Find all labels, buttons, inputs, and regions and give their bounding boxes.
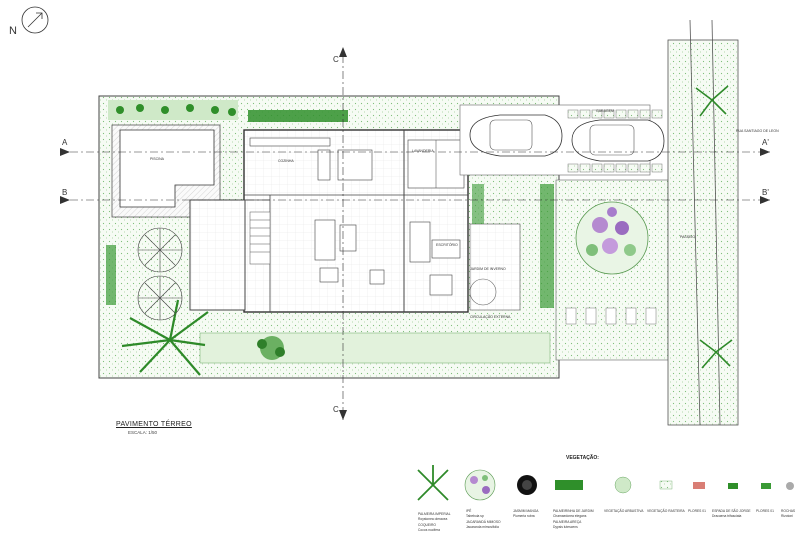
legend-item-5-name: VEGETAÇÃO RASTEIRA bbox=[647, 508, 685, 513]
dining-table bbox=[337, 149, 373, 181]
legend-item-0-sci2: Cocos nucifera bbox=[418, 528, 440, 532]
legend-item-0-name2: COQUEIRO bbox=[418, 523, 436, 527]
legend-item-2-sci: Plumeria rubra bbox=[513, 514, 535, 518]
vegetation-legend-title: VEGETAÇÃO: bbox=[566, 455, 599, 461]
room-label-circulation: CIRCULAÇÃO EXTERNA bbox=[470, 314, 511, 319]
hedge-top bbox=[108, 100, 348, 122]
legend-sword-plant-icon bbox=[728, 483, 738, 489]
cut-label-c-bottom: C bbox=[333, 405, 339, 414]
north-label: N bbox=[9, 25, 17, 37]
legend-item-1-sci: Tabebuia sp bbox=[466, 514, 484, 518]
legend-flowers2-icon bbox=[761, 483, 771, 489]
gourmet-area bbox=[189, 199, 246, 311]
car-1 bbox=[469, 114, 563, 157]
legend-item-1-sci2: Jacaranda mimosifolia bbox=[466, 525, 499, 529]
legend-flowers-icon bbox=[693, 482, 705, 489]
room-label-winter-garden: JARDIM DE INVERNO bbox=[470, 267, 506, 271]
legend-item-9-name: ROCHAS bbox=[781, 509, 796, 513]
shrub-cluster-icon bbox=[257, 336, 285, 360]
room-label-garage: GARAGEM bbox=[596, 109, 614, 113]
room-label-laundry: LAVANDERIA bbox=[412, 149, 434, 153]
legend-item-9-sci: Rizotoni bbox=[781, 514, 793, 518]
imperial-palm-icon bbox=[121, 299, 209, 376]
legend-item-7-name: ESPADA DE SÃO JORGE bbox=[712, 508, 751, 513]
cut-label-a2: A' bbox=[762, 138, 769, 147]
legend-item-1-name: IPÊ bbox=[466, 508, 472, 513]
ipe-tree-icon bbox=[575, 201, 649, 275]
legend-palmeirinha-icon bbox=[555, 480, 583, 490]
cut-label-b2: B' bbox=[762, 188, 769, 197]
legend-ground-veg-icon bbox=[659, 480, 673, 490]
room-label-kitchen: COZINHA bbox=[278, 159, 294, 163]
legend-item-3-name: PALMEIRINHA DE JARDIM bbox=[553, 509, 594, 513]
legend-item-1-name2: JACARANDÁ MIMOSO bbox=[466, 520, 501, 524]
legend-item-0-sci: Roystonea oleracea bbox=[418, 517, 447, 521]
legend-item-3-sci2: Dypsis lutescens bbox=[553, 525, 578, 529]
legend-item-3-name2: PALMEIRA AREÇA bbox=[553, 520, 582, 524]
cut-label-c-top: C bbox=[333, 55, 339, 64]
plan-scale: ESCALA: 1/50 bbox=[128, 430, 158, 435]
room-label-sidewalk: PASSEIO bbox=[680, 235, 695, 239]
legend-item-3-sci: Chamaedorea elegans bbox=[553, 514, 587, 518]
car-2 bbox=[571, 119, 665, 162]
legend-shrub-icon bbox=[614, 476, 632, 494]
garden-umbrellas-icon bbox=[137, 227, 183, 321]
parking-grass-pavers bbox=[567, 109, 663, 173]
cut-label-b: B bbox=[62, 188, 67, 197]
sofa bbox=[314, 219, 336, 261]
side-garden bbox=[199, 332, 551, 364]
palm-tree-street-icon bbox=[695, 85, 733, 369]
legend-jasmine-icon bbox=[517, 475, 537, 495]
cut-lines bbox=[70, 55, 770, 420]
north-arrow-icon bbox=[21, 6, 49, 34]
room-label-pool: PISCINA bbox=[150, 157, 165, 161]
front-pavers bbox=[565, 307, 657, 325]
cut-label-a: A bbox=[62, 138, 68, 147]
legend-palm-icon bbox=[417, 465, 449, 501]
legend-item-4-name: VEGETAÇÃO ARBUSTIVA bbox=[604, 508, 644, 513]
external-circulation bbox=[469, 223, 521, 311]
legend-item-2-name: JASMIM MANGA bbox=[513, 509, 539, 513]
legend-item-7-sci: Dracaena trifasciata bbox=[712, 514, 741, 518]
plan-title: PAVIMENTO TÉRREO bbox=[116, 421, 192, 428]
legend-rocks-icon bbox=[786, 482, 794, 490]
legend-item-8-name: PLORES 01 bbox=[756, 509, 774, 513]
legend-item-0-name: PALMEIRA IMPERIAL bbox=[418, 512, 451, 516]
pool-outline bbox=[119, 129, 215, 208]
legend-ipe-icon bbox=[464, 469, 496, 501]
room-label-office: ESCRITÓRIO bbox=[436, 242, 458, 247]
legend-item-6-name: PLORES 01 bbox=[688, 509, 706, 513]
hedge-side bbox=[540, 184, 554, 308]
stairs bbox=[249, 211, 271, 265]
street-label: RUA SANTIAGO DE LEON bbox=[736, 129, 779, 133]
sidewalk bbox=[667, 39, 739, 426]
